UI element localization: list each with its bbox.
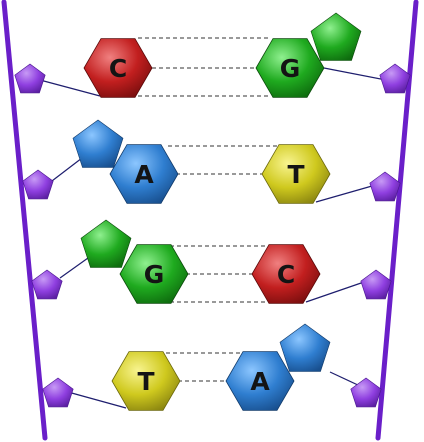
guanine-pentagon bbox=[310, 12, 362, 61]
sugar-pentagon bbox=[360, 269, 392, 300]
base-letter-left: G bbox=[144, 260, 165, 289]
sugar-bond-left bbox=[67, 391, 127, 409]
sugar-bond-left bbox=[47, 157, 83, 185]
base-letter-left: A bbox=[134, 160, 154, 189]
base-letter-left: T bbox=[137, 367, 154, 396]
hydrogen-bonds bbox=[170, 245, 272, 303]
thymine-hexagon bbox=[111, 351, 181, 411]
sugar-bond-right bbox=[323, 67, 387, 81]
hydrogen-bonds bbox=[138, 37, 270, 97]
guanine-pentagon bbox=[80, 219, 132, 268]
adenine-pentagon bbox=[72, 119, 124, 168]
base-letter-right: C bbox=[277, 260, 295, 289]
cytosine-hexagon bbox=[251, 244, 321, 304]
thymine-hexagon bbox=[261, 144, 331, 204]
guanine-hexagon bbox=[255, 38, 325, 98]
base-pair-4: T A bbox=[42, 323, 382, 411]
adenine-pentagon bbox=[279, 323, 331, 372]
sugar-pentagon bbox=[369, 171, 401, 202]
sugar-pentagon bbox=[14, 63, 46, 94]
base-letter-right: T bbox=[287, 160, 304, 189]
sugar-pentagon bbox=[31, 269, 63, 300]
sugar-bond-left bbox=[39, 79, 101, 97]
base-pair-1: C G bbox=[14, 12, 411, 98]
sugar-pentagon bbox=[379, 63, 411, 94]
base-letter-right: A bbox=[250, 367, 270, 396]
base-pair-2: A T bbox=[22, 119, 401, 204]
sugar-bond-right bbox=[329, 371, 361, 387]
sugar-bond-right bbox=[315, 185, 373, 203]
backbone-left bbox=[1, 0, 48, 441]
guanine-hexagon bbox=[119, 244, 189, 304]
adenine-hexagon bbox=[109, 144, 179, 204]
base-letter-left: C bbox=[109, 54, 127, 83]
sugar-pentagon bbox=[42, 377, 74, 408]
cytosine-hexagon bbox=[83, 38, 153, 98]
sugar-bond-left bbox=[59, 257, 89, 279]
hydrogen-bonds bbox=[168, 145, 278, 175]
adenine-hexagon bbox=[225, 351, 295, 411]
sugar-pentagon bbox=[350, 377, 382, 408]
sugar-bond-right bbox=[305, 281, 365, 303]
base-pair-3: G C bbox=[31, 219, 392, 304]
base-letter-right: G bbox=[280, 54, 301, 83]
sugar-pentagon bbox=[22, 169, 54, 200]
